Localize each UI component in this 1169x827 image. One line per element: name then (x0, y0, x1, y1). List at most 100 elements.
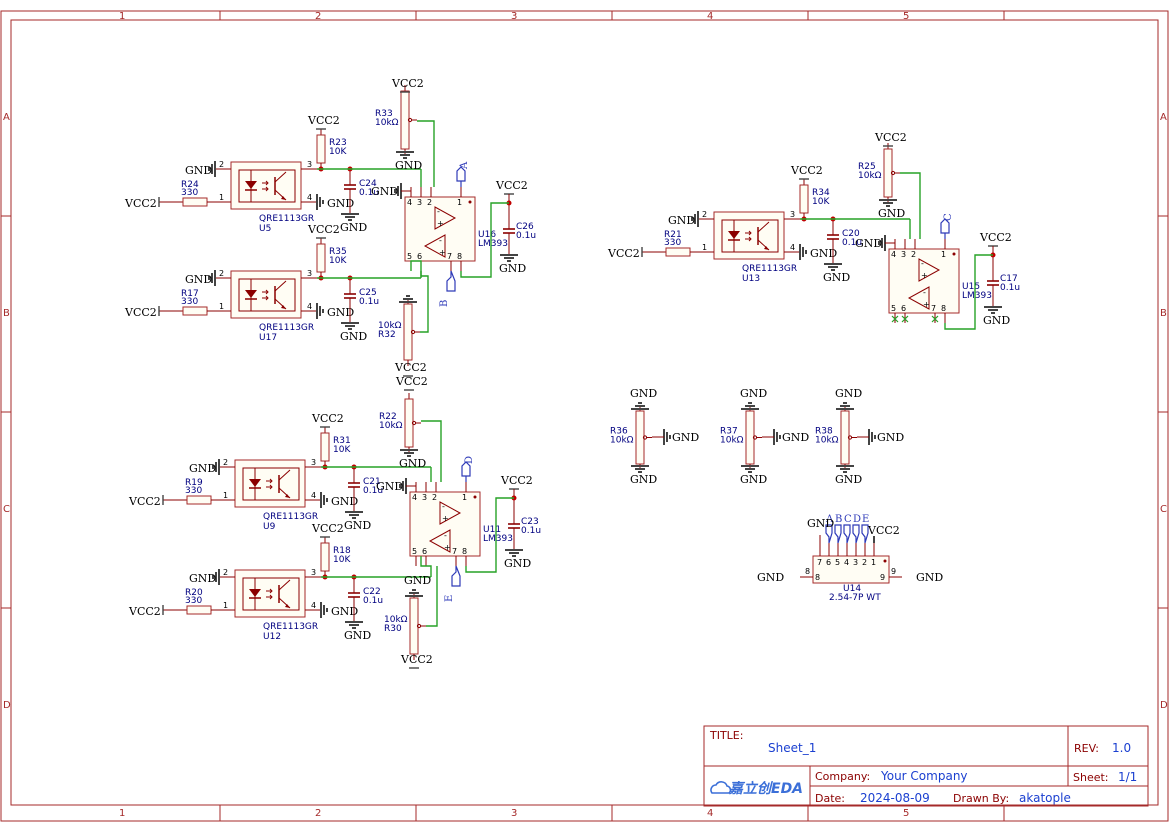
svg-text:-: - (439, 236, 442, 245)
zone-col-bottom: 1 (119, 808, 125, 819)
zone-col-top: 5 (903, 11, 909, 22)
pot-ref: R36 (610, 427, 628, 437)
gnd-symbol (868, 429, 876, 445)
sensor-u9[interactable]: 2134QRE1113GRU9GNDVCC2R19330GNDVCC2R3110… (128, 412, 431, 532)
svg-text:8: 8 (941, 304, 946, 313)
net-flag-label: E (444, 595, 455, 602)
connector-pin-label: 6 (826, 558, 831, 567)
zone-row-right: D (1160, 700, 1168, 711)
connector-signal-label: A (825, 514, 834, 525)
net-flag-icon (852, 524, 860, 544)
svg-text:5: 5 (412, 547, 417, 556)
pot-value: 10kΩ (610, 436, 634, 446)
gnd-symbol: GND (499, 254, 526, 275)
net-gnd-conn-left: GND (757, 571, 784, 584)
cap-ref: C25 (359, 288, 377, 298)
svg-text:1: 1 (462, 493, 467, 502)
svg-text:5: 5 (407, 252, 412, 261)
drawn-by-label: Drawn By: (953, 792, 1009, 805)
vcc-symbol: VCC2 (500, 474, 533, 490)
zone-col-top: 4 (707, 11, 713, 22)
comparator-ref: U15 (962, 282, 980, 292)
gnd-symbol: GND (395, 151, 422, 172)
svg-text:VCC2: VCC2 (124, 197, 157, 210)
vcc-symbol: VCC2 (394, 361, 427, 377)
zone-col-bottom: 2 (315, 808, 321, 819)
svg-text:6: 6 (901, 304, 906, 313)
led-resistor-value: 330 (664, 238, 681, 248)
svg-text:VCC2: VCC2 (495, 179, 528, 192)
svg-text:GND: GND (672, 431, 699, 444)
led-resistor-ref: R17 (181, 289, 199, 299)
comparator-part: LM393 (478, 239, 508, 249)
net-gnd-conn-top: GND (807, 517, 834, 530)
net-gnd-conn-right: GND (916, 571, 943, 584)
decap-value: 0.1u (516, 231, 536, 241)
pullup-value: 10K (329, 256, 347, 266)
net-flag-icon (456, 166, 466, 187)
svg-text:+: + (439, 248, 446, 257)
comparator-part: LM393 (483, 534, 513, 544)
opamp-icon (434, 206, 457, 230)
svg-text:5: 5 (891, 304, 896, 313)
gnd-symbol (663, 429, 671, 445)
sensor-ref: U17 (259, 333, 277, 343)
pot-ref: R33 (375, 109, 393, 119)
svg-text:2: 2 (223, 458, 228, 467)
svg-text:GND: GND (399, 457, 426, 470)
svg-text:6: 6 (417, 252, 422, 261)
decap-ref: C26 (516, 222, 534, 232)
svg-text:VCC2: VCC2 (311, 412, 344, 425)
no-connect-icon (931, 315, 939, 323)
inner-frame (10, 19, 1159, 806)
net-flag-label: B (439, 300, 450, 307)
svg-text:1: 1 (219, 193, 224, 202)
net-flag-label: A (459, 161, 470, 170)
svg-text:+: + (437, 219, 444, 228)
vcc-symbol: VCC2 (395, 375, 428, 391)
opamp-icon (423, 234, 446, 258)
circuit: 2134QRE1113GRU5GNDVCC2R24330GNDVCC2R2310… (124, 77, 1020, 669)
cap-value: 0.1u (359, 188, 379, 198)
led-resistor-ref: R21 (664, 230, 682, 240)
svg-text:+: + (444, 543, 451, 552)
svg-text:8: 8 (815, 573, 820, 582)
connector-signal-label: D (853, 514, 861, 525)
sensor-u13[interactable]: 2134QRE1113GRU13GNDVCC2R21330GNDVCC2R341… (607, 164, 910, 284)
gnd-symbol: GND (504, 549, 531, 570)
vcc-symbol: VCC2 (311, 522, 344, 538)
svg-text:3: 3 (307, 160, 312, 169)
svg-text:3: 3 (422, 493, 427, 502)
decap-ref: C17 (1000, 274, 1018, 284)
decap-value: 0.1u (1000, 283, 1020, 293)
pullup-value: 10K (333, 445, 351, 455)
connector-signal-label: E (862, 514, 869, 525)
zone-row-left: D (3, 700, 11, 711)
pullup-value: 10K (812, 197, 830, 207)
sensor-u12[interactable]: 2134QRE1113GRU12GNDVCC2R20330GNDVCC2R181… (128, 522, 431, 642)
svg-text:8: 8 (462, 547, 467, 556)
cap-ref: C24 (359, 179, 377, 189)
sensor-u17[interactable]: 2134QRE1113GRU17GNDVCC2R17330GNDVCC2R351… (124, 223, 421, 343)
svg-text:GND: GND (189, 462, 216, 475)
svg-text:GND: GND (983, 314, 1010, 327)
sensor-u5[interactable]: 2134QRE1113GRU5GNDVCC2R24330GNDVCC2R2310… (124, 114, 421, 234)
zone-col-bottom: 3 (511, 808, 517, 819)
svg-text:3: 3 (901, 250, 906, 259)
led-resistor-value: 330 (181, 297, 198, 307)
decap-value: 0.1u (521, 526, 541, 536)
connector-pin-9: 9 (891, 567, 896, 576)
